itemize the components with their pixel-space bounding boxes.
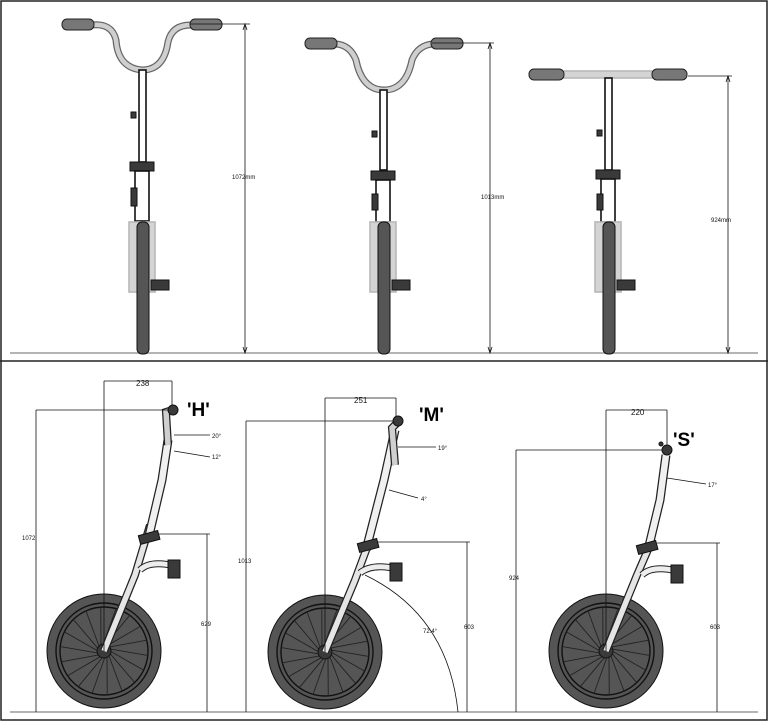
angle-label-m-1: 19° — [438, 446, 448, 452]
stem-height-label-h: 629 — [201, 622, 212, 628]
angle-label-h-2: 12° — [212, 455, 222, 461]
front-height-label-m: 1013mm — [481, 195, 504, 201]
angle-label-m-3: 72.4° — [423, 629, 438, 635]
stem-height-label-m: 603 — [464, 625, 475, 631]
height-label-h: 1072 — [22, 536, 36, 542]
angle-label-m-2: 4° — [421, 497, 427, 503]
angle-label-s-1: 17° — [708, 483, 718, 489]
size-letter-h: 'H' — [187, 400, 210, 421]
reach-label-m: 251 — [354, 396, 368, 405]
size-letter-m: 'M' — [419, 405, 444, 426]
reach-label-h: 238 — [136, 379, 150, 388]
angle-label-h-1: 20° — [212, 434, 222, 440]
reach-label-s: 220 — [631, 408, 645, 417]
size-letter-s: 'S' — [673, 430, 695, 451]
height-label-m: 1013 — [238, 559, 252, 565]
height-label-s: 924 — [509, 576, 520, 582]
stem-height-label-s: 603 — [710, 625, 721, 631]
front-height-label-h: 1072mm — [232, 175, 255, 181]
